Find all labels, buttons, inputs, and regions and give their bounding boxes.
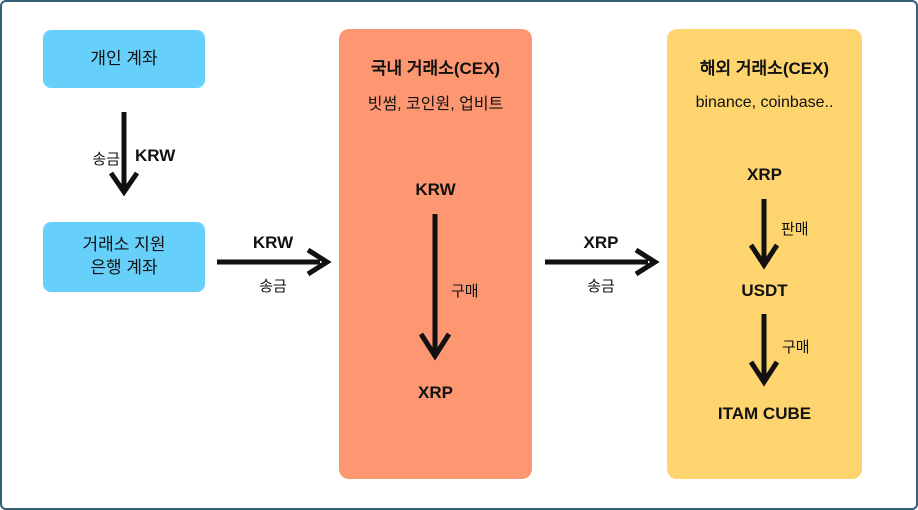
overseas-exchange-asset-usdt: USDT bbox=[741, 281, 788, 300]
domestic-exchange-asset-xrp: XRP bbox=[418, 383, 453, 402]
domestic-exchange-subtitle: 빗썸, 코인원, 업비트 bbox=[367, 96, 504, 113]
right-arrow-icon-bank-to-domestic bbox=[217, 247, 332, 277]
overseas-exchange-buy-label: 구매 bbox=[782, 339, 810, 356]
node-domestic-exchange: 국내 거래소(CEX) 빗썸, 코인원, 업비트 KRW 구매 XRP bbox=[339, 29, 532, 479]
overseas-exchange-sell-label: 판매 bbox=[781, 221, 809, 238]
down-arrow-icon-usdt-to-itam bbox=[748, 314, 780, 387]
bank-account-label-line2: 은행 계좌 bbox=[90, 258, 158, 277]
overseas-exchange-subtitle: binance, coinbase.. bbox=[695, 94, 834, 111]
edge-domestic-to-overseas-action-label: 송금 bbox=[587, 278, 615, 295]
personal-account-label: 개인 계좌 bbox=[90, 48, 158, 68]
down-arrow-icon-personal-to-bank bbox=[108, 112, 140, 197]
edge-domestic-to-overseas-asset-label: XRP bbox=[583, 233, 619, 252]
overseas-exchange-asset-xrp: XRP bbox=[747, 165, 782, 184]
edge-personal-to-bank-action-label: 송금 bbox=[92, 151, 120, 168]
down-arrow-icon-krw-to-xrp bbox=[418, 214, 452, 361]
bank-account-label-line1: 거래소 지원 bbox=[82, 235, 166, 255]
node-bank-account: 거래소 지원 은행 계좌 bbox=[43, 222, 205, 292]
edge-bank-to-domestic-asset-label: KRW bbox=[252, 233, 294, 252]
right-arrow-icon-domestic-to-overseas bbox=[545, 247, 660, 277]
down-arrow-icon-xrp-to-usdt bbox=[748, 199, 780, 270]
overseas-exchange-asset-itam-cube: ITAM CUBE bbox=[717, 404, 812, 423]
overseas-exchange-title: 해외 거래소(CEX) bbox=[699, 59, 830, 78]
domestic-exchange-title: 국내 거래소(CEX) bbox=[370, 59, 501, 78]
domestic-exchange-asset-krw: KRW bbox=[415, 180, 456, 199]
domestic-exchange-buy-label: 구매 bbox=[451, 283, 479, 300]
edge-personal-to-bank-asset-label: KRW bbox=[135, 146, 176, 165]
edge-bank-to-domestic-action-label: 송금 bbox=[259, 278, 287, 295]
node-overseas-exchange: 해외 거래소(CEX) binance, coinbase.. XRP 판매 U… bbox=[667, 29, 862, 479]
node-personal-account: 개인 계좌 bbox=[43, 30, 205, 88]
